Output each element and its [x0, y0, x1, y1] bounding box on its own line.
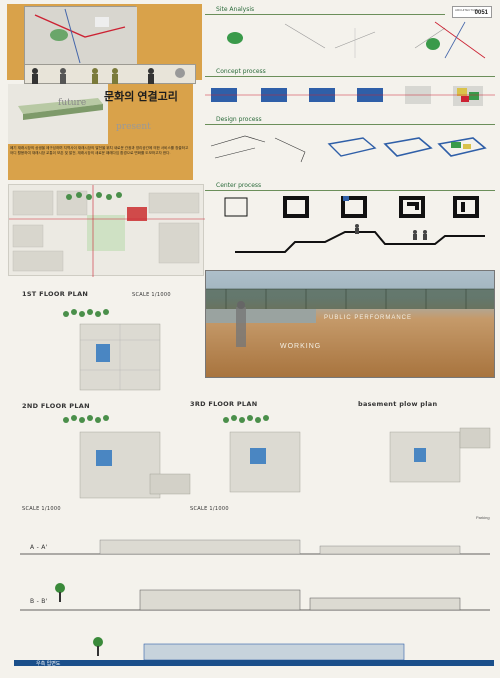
site-map-graphic [25, 7, 137, 65]
concept-process-rule [205, 76, 495, 77]
third-floor-scale: SCALE 1/1000 [190, 506, 229, 512]
center-process-rule [205, 190, 495, 191]
elevation [14, 632, 494, 666]
section-bb-label: B - B' [30, 598, 48, 605]
design-process-title: Design process [216, 116, 262, 123]
first-floor-title: 1ST FLOOR PLAN [22, 290, 89, 298]
center-process-title: Center process [216, 182, 262, 189]
third-floor-plan [220, 412, 360, 502]
section-aa [20, 528, 490, 558]
second-floor-title: 2ND FLOOR PLAN [22, 402, 90, 410]
perspective-render: PUBLIC PERFORMANCE WORKING [205, 270, 495, 378]
site-analysis-title: Site Analysis [216, 6, 255, 13]
concept-process-title: Concept process [216, 68, 266, 75]
code-number: 0051 [474, 10, 488, 16]
elevation-label: 우측 입면도 [36, 661, 61, 667]
design-process-rule [205, 124, 495, 125]
first-floor-scale: SCALE 1/1000 [132, 292, 171, 298]
code-sub: ARCHITECTURE [455, 8, 479, 12]
first-floor-plan [60, 300, 200, 394]
second-floor-scale: SCALE 1/1000 [22, 506, 61, 512]
design-diagrams [205, 128, 495, 176]
section-aa-label: A - A' [30, 544, 48, 551]
third-floor-title: 3RD FLOOR PLAN [190, 400, 258, 408]
render-label-top: PUBLIC PERFORMANCE [324, 315, 413, 321]
section-bb [20, 580, 490, 616]
hero-word-present: present [116, 122, 151, 132]
hero-word-future: future [58, 98, 87, 108]
site-analysis-diagrams [205, 18, 495, 62]
site-plan [8, 184, 205, 277]
people-silhouettes [24, 64, 196, 84]
render-label-bottom: WORKING [280, 343, 322, 350]
basement-plan [380, 412, 495, 502]
site-map-thumbnail [24, 6, 137, 65]
code-badge: ARCHITECTURE 0051 [452, 6, 492, 18]
hero-description: 폐기 재래시장의 상생을 제구성하며 지역사이 재래시장의 발전을 위치 새로운… [10, 146, 189, 155]
hero-title: 문화의 연결고리 [104, 91, 178, 103]
render-graphic [206, 288, 494, 347]
center-diagrams [205, 192, 495, 262]
hero-graphic [8, 84, 108, 144]
second-floor-plan [60, 412, 200, 502]
parking-label: Parking [476, 515, 490, 520]
site-analysis-rule [205, 14, 445, 15]
concept-diagrams [205, 80, 495, 114]
basement-title: basement plow plan [358, 400, 438, 408]
